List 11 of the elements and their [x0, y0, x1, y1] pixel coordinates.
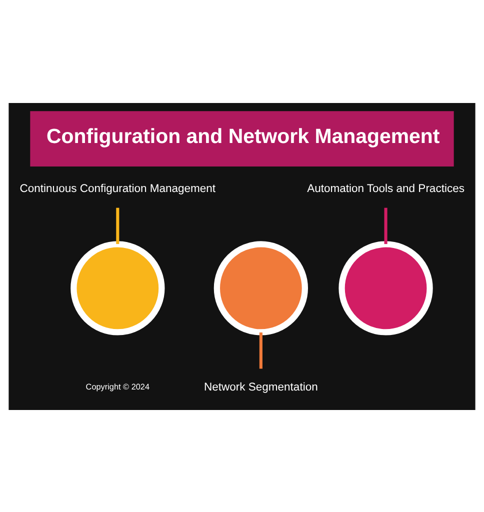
node-text: Automation Tools and Practices — [307, 182, 464, 194]
node-text: Network Segmentation — [204, 380, 318, 393]
label: Copyright © 2024 — [86, 382, 150, 391]
node-circle — [338, 240, 433, 335]
connector — [116, 207, 120, 244]
node-circle — [214, 240, 308, 335]
diagram-title: Configuration and Network Management — [46, 124, 440, 148]
node-circle — [70, 240, 165, 335]
node-text: Continuous Configuration Management — [20, 182, 216, 194]
connector — [384, 207, 388, 244]
connector — [259, 332, 262, 368]
